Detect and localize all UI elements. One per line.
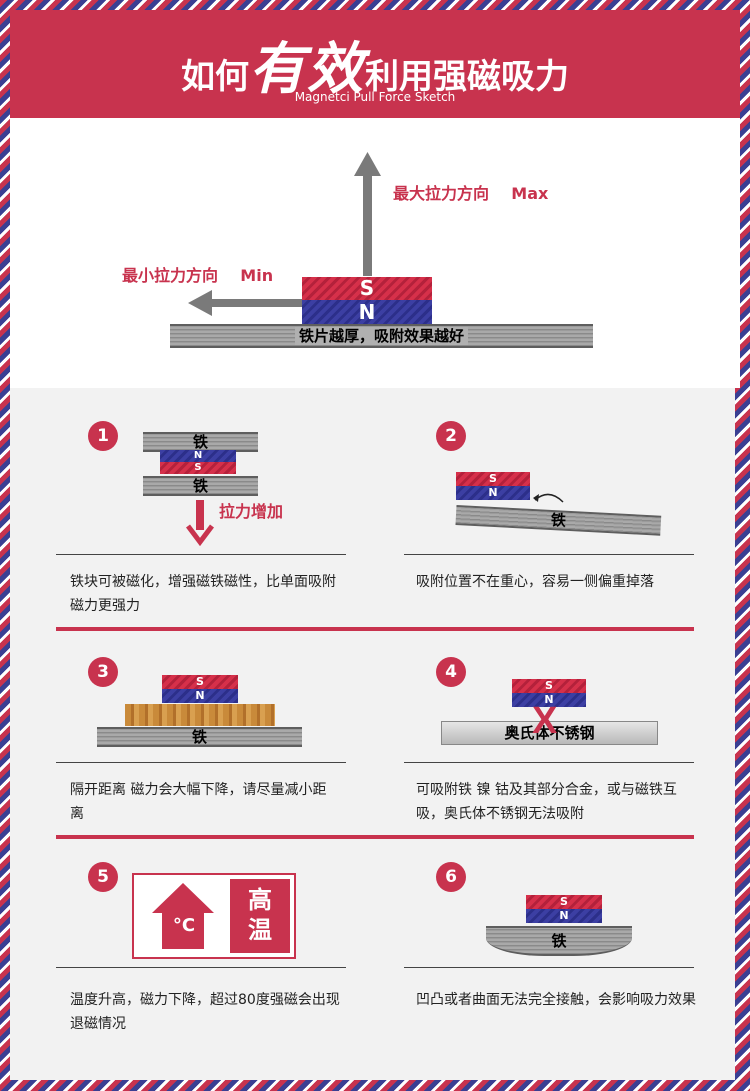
tip-number-6: 6 [436,862,466,892]
tip1-magnet-s: S [160,462,236,474]
tip2-magnet-s: S [456,472,530,486]
magnet-s-pole: S [302,277,432,300]
tip5-celsius-label: °C [172,915,196,936]
plate-caption: 铁片越厚，吸附效果越好 [294,327,468,345]
max-arrow-head-icon [354,152,381,176]
tip-number-3: 3 [88,657,118,687]
row-separator-1 [56,627,694,631]
tip5-divider [56,967,346,968]
min-arrow-shaft [210,299,302,307]
tip4-cross-mark: X [532,700,558,742]
tip3-magnet-n: N [162,689,238,703]
tip1-divider [56,554,346,555]
tip1-iron-top: 铁 [143,432,258,452]
tip1-magnet-n: N [160,450,236,462]
tip4-text: 可吸附铁 镍 钴及其部分合金，或与磁铁互吸，奥氏体不锈钢无法吸附 [416,782,677,822]
header-banner: 如何有效利用强磁吸力 Magnetci Pull Force Sketch [10,10,740,118]
tip-number-4: 4 [436,657,466,687]
tip1-iron-bottom: 铁 [143,476,258,496]
tip5-temperature-icon: °C 高温 [132,873,296,959]
page-title: 如何有效利用强磁吸力 [181,36,569,102]
tip6-magnet-n: N [526,909,602,923]
tip6-text: 凹凸或者曲面无法完全接触，会影响吸力效果 [416,992,696,1008]
tip4-divider [404,762,694,763]
tip-number-2: 2 [436,421,466,451]
tip-number-5: 5 [88,862,118,892]
tip5-text: 温度升高，磁力下降，超过80度强磁会出现退磁情况 [70,992,340,1032]
house-thermometer-icon [152,883,214,949]
tip3-divider [56,762,346,763]
tip5-hot-label: 高温 [248,886,272,944]
tip5-house-area: °C [136,877,228,955]
tip2-tilt-arc-icon [533,493,564,503]
tip3-iron-plate: 铁 [97,727,302,747]
tip6-divider [404,967,694,968]
min-direction-label: 最小拉力方向 Min [122,266,274,285]
tip1-pull-label: 拉力增加 [219,502,284,521]
tip3-text: 隔开距离 磁力会大幅下降，请尽量减小距离 [70,782,327,822]
tip1-pull-arrow-shaft [196,500,204,530]
tip4-stainless-label: 奥氏体不锈钢 [504,724,595,742]
tip4-magnet-s: S [512,679,586,693]
tip-number-1: 1 [88,421,118,451]
tip2-text: 吸附位置不在重心，容易一侧偏重掉落 [416,574,654,590]
tip4-stainless-plate: 奥氏体不锈钢 [441,721,658,745]
tip4-magnet-n: N [512,693,586,707]
tip3-wood-spacer [125,704,275,726]
tip1-text: 铁块可被磁化，增强磁铁磁性，比单面吸附磁力更强力 [70,574,336,614]
max-arrow-shaft [363,172,372,276]
tip1-pull-arrow-head-icon [186,524,214,546]
hero-diagram: 最大拉力方向 Max 最小拉力方向 Min S N 铁片越厚，吸附效果越好 [10,118,740,388]
tip6-magnet-s: S [526,895,602,909]
tip2-divider [404,554,694,555]
magnet-n-pole: N [302,300,432,324]
iron-plate: 铁片越厚，吸附效果越好 [170,324,593,348]
tip3-magnet-s: S [162,675,238,689]
tip2-magnet-n: N [456,486,530,500]
min-arrow-head-icon [188,290,212,316]
tip5-hot-box: 高温 [230,879,290,953]
tip6-uneven-iron: 铁 [486,926,632,956]
row-separator-2 [56,835,694,839]
max-direction-label: 最大拉力方向 Max [393,184,549,203]
page-subtitle: Magnetci Pull Force Sketch [294,90,456,104]
